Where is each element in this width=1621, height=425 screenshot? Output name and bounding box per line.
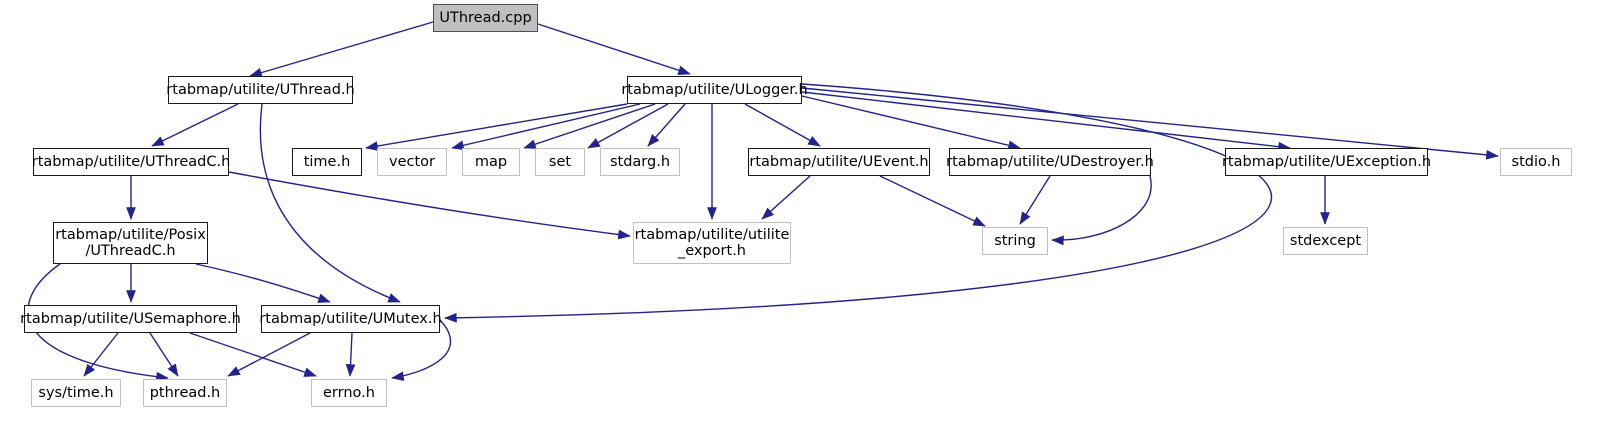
edge-ulogger_h-to-uexception_h (801, 91, 1291, 152)
edge-uthread_cpp-to-uthread_h (249, 21, 434, 78)
graph-node-uthread_cpp: UThread.cpp (433, 4, 538, 32)
edge-uevent_h-to-utilite_export_h (761, 175, 811, 220)
edge-posix_uthreadc_h-to-umutex_h (195, 263, 331, 303)
edge-umutex_h-to-errno_h2 (391, 319, 452, 382)
edge-ulogger_h-to-map (523, 103, 656, 149)
graph-node-udestroyer_h[interactable]: rtabmap/utilite/UDestroyer.h (946, 148, 1154, 176)
graph-node-map[interactable]: map (462, 148, 520, 176)
graph-node-stdexcept[interactable]: stdexcept (1283, 227, 1368, 255)
edge-ulogger_h-to-uevent_h (744, 103, 821, 147)
graph-node-string[interactable]: string (982, 227, 1048, 255)
edge-ulogger_h-to-umutex_h (444, 83, 1273, 323)
graph-node-stdarg_h[interactable]: stdarg.h (600, 148, 680, 176)
graph-node-uthreadc_h[interactable]: rtabmap/utilite/UThreadC.h (32, 148, 230, 176)
graph-node-sys_time_h[interactable]: sys/time.h (31, 379, 121, 407)
graph-node-uexception_h[interactable]: rtabmap/utilite/UException.h (1222, 148, 1431, 176)
edge-udestroyer_h-to-string (1019, 175, 1051, 225)
edge-uevent_h-to-string (879, 175, 986, 227)
graph-node-posix_uthreadc_h[interactable]: rtabmap/utilite/Posix /UThreadC.h (53, 222, 208, 264)
graph-node-set[interactable]: set (535, 148, 585, 176)
edge-ulogger_h-to-set (587, 103, 669, 149)
graph-node-uevent_h[interactable]: rtabmap/utilite/UEvent.h (748, 148, 930, 176)
graph-node-time_h[interactable]: time.h (292, 148, 362, 176)
edge-ulogger_h-to-stdarg_h (647, 103, 686, 147)
graph-node-umutex_h[interactable]: rtabmap/utilite/UMutex.h (259, 305, 442, 333)
edge-uthread_cpp-to-ulogger_h (537, 23, 691, 75)
edge-uthreadc_h-to-utilite_export_h (228, 171, 631, 240)
graph-node-pthread_h[interactable]: pthread.h (143, 379, 227, 407)
edge-ulogger_h-to-time_h (365, 103, 628, 151)
edge-ulogger_h-to-udestroyer_h (801, 95, 1021, 151)
edge-usemaphore_h-to-sys_time_h (83, 332, 119, 377)
edge-uexception_h-to-string (1051, 175, 1152, 246)
edge-umutex_h-to-pthread_h (227, 332, 311, 377)
edge-usemaphore_h-to-errno_h (189, 332, 317, 377)
edge-ulogger_h-to-stdio_h (801, 87, 1499, 160)
graph-node-utilite_export_h[interactable]: rtabmap/utilite/utilite _export.h (633, 222, 791, 264)
edge-usemaphore_h-to-pthread_h (149, 332, 179, 377)
graph-node-ulogger_h[interactable]: rtabmap/utilite/ULogger.h (621, 76, 808, 104)
graph-node-stdio_h[interactable]: stdio.h (1500, 148, 1572, 176)
graph-node-vector[interactable]: vector (377, 148, 447, 176)
edge-uthread_h-to-uthreadc_h (151, 103, 239, 147)
graph-node-errno_h[interactable]: errno.h (311, 379, 387, 407)
edge-uthread_h-to-umutex_h (259, 103, 401, 303)
graph-node-uthread_h[interactable]: rtabmap/utilite/UThread.h (166, 76, 355, 104)
edge-ulogger_h-to-vector (451, 103, 641, 151)
graph-node-usemaphore_h[interactable]: rtabmap/utilite/USemaphore.h (20, 305, 241, 333)
edge-umutex_h-to-errno_h (345, 332, 356, 377)
